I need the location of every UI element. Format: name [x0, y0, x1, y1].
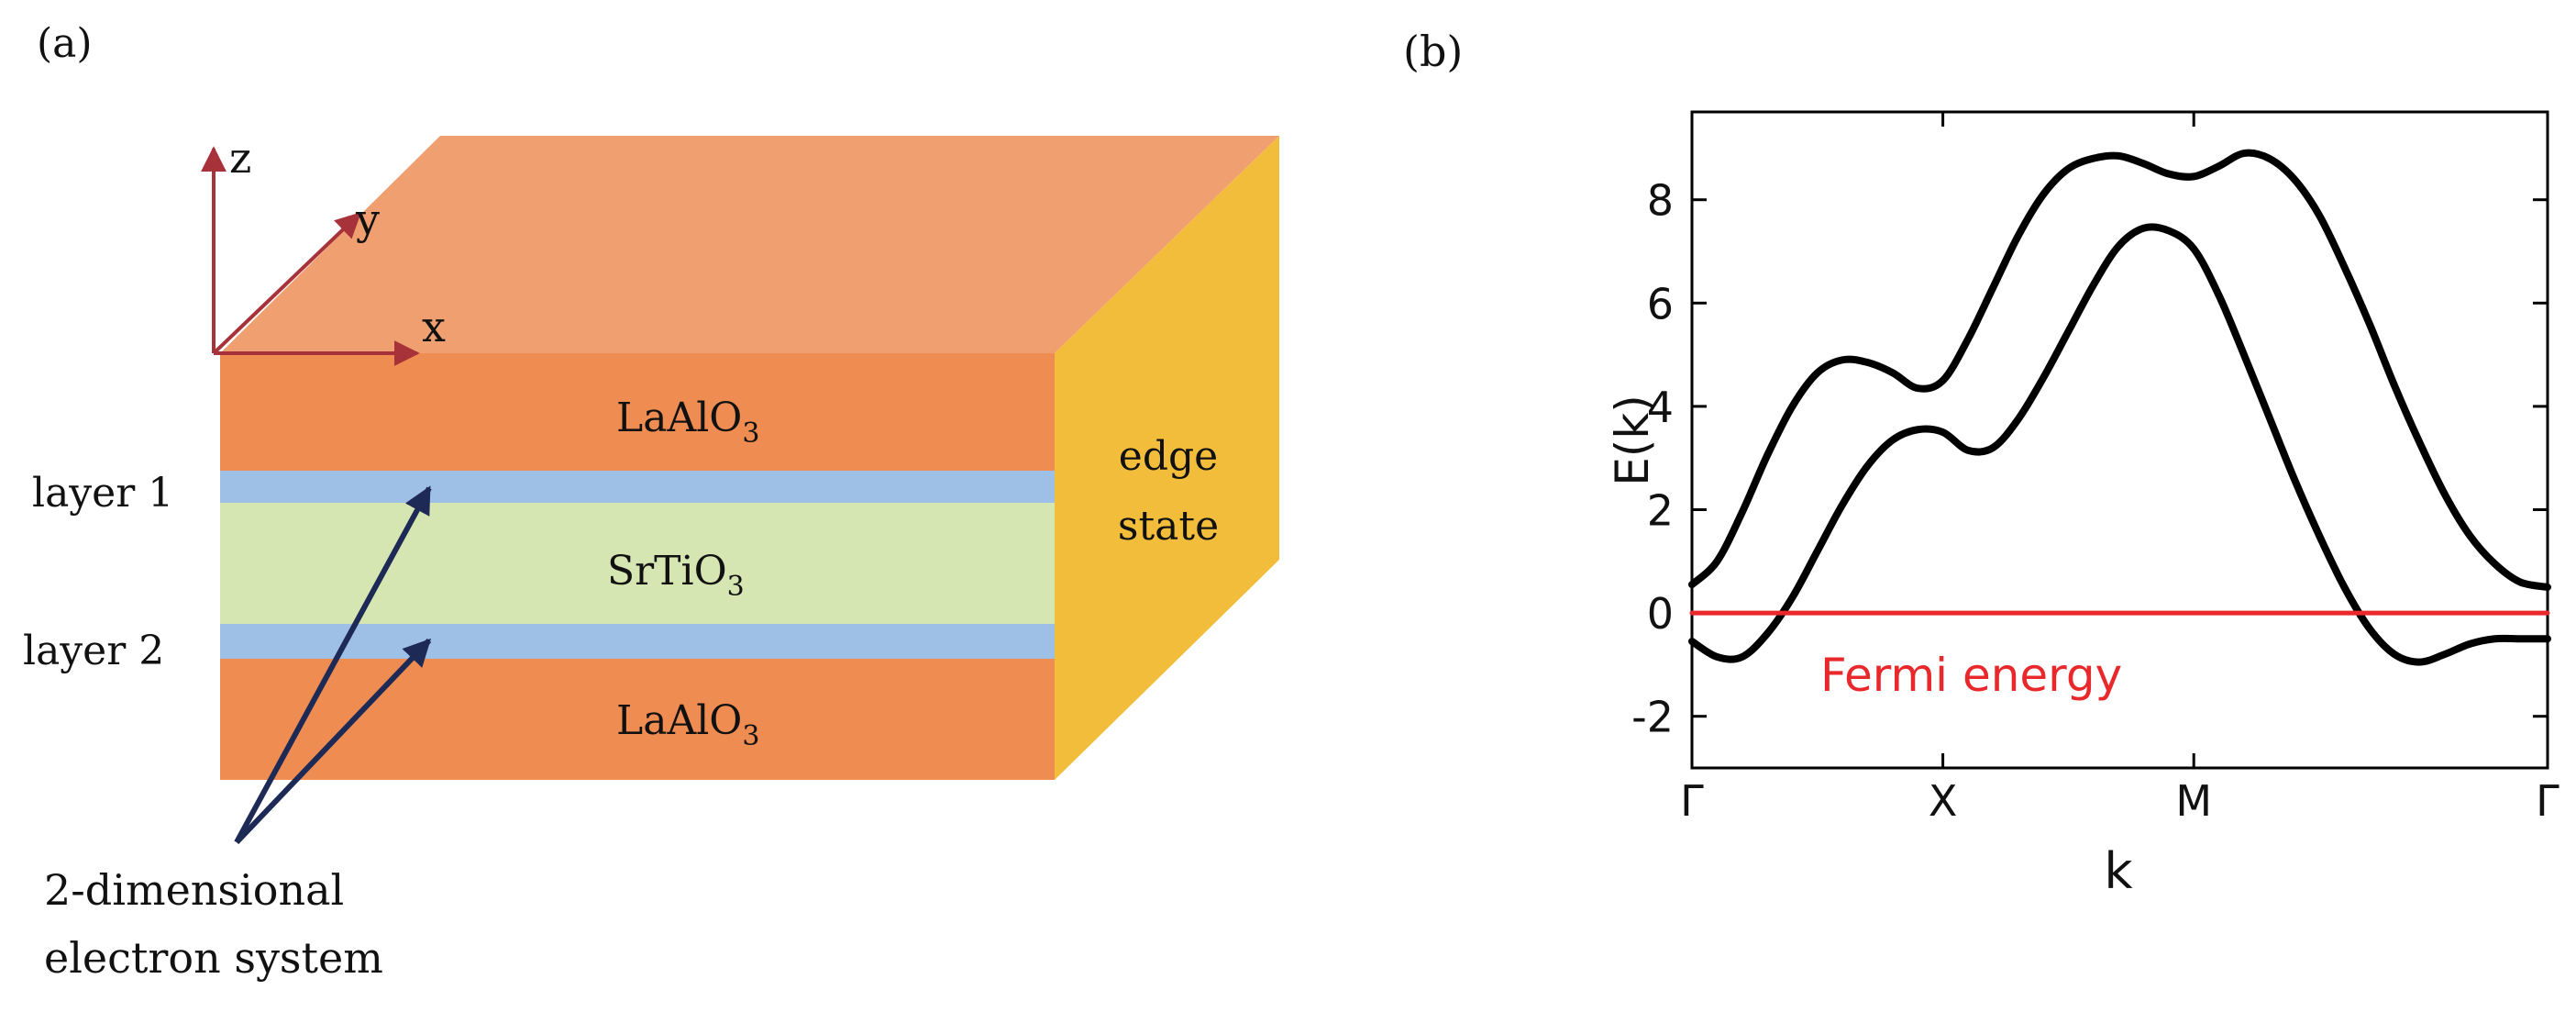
y-tick-label: 2	[1647, 486, 1674, 536]
plot-frame	[1690, 110, 2549, 770]
panel-b-label: (b)	[1403, 27, 1463, 76]
panel-a: (a) LaAlO3 SrTiO3 LaAlO3 layer 1 layer 2…	[23, 20, 1279, 983]
pointer-arrow-layer-1	[234, 485, 432, 844]
axis-y-arrow	[212, 212, 362, 355]
y-tick-label: 6	[1647, 279, 1674, 328]
x-tick-label: Γ	[1680, 776, 1704, 826]
layer-bottom-laalo3	[220, 659, 1055, 780]
layer-2-interface	[220, 624, 1055, 659]
y-tick-label: 0	[1647, 589, 1674, 639]
band-line-1	[1688, 149, 2551, 591]
fermi-energy-label: Fermi energy	[1820, 649, 2122, 702]
slab-top-face	[220, 136, 1279, 353]
axis-z-label: z	[229, 133, 251, 183]
layer-2-label: layer 2	[23, 628, 164, 674]
label-srtio3: SrTiO3	[607, 548, 745, 603]
band-line-2	[1688, 223, 2551, 666]
axis-x-label: x	[422, 302, 446, 351]
y-tick-label: 8	[1647, 176, 1674, 226]
layer-1-interface	[220, 471, 1055, 503]
x-axis-label: k	[2104, 842, 2133, 900]
x-tick-label: M	[2175, 776, 2212, 826]
x-tick-label: X	[1929, 776, 1958, 826]
layer-middle-srtio3	[220, 503, 1055, 624]
layer-1-label: layer 1	[32, 470, 173, 517]
axis-y-label: y	[355, 195, 380, 244]
edge-label-line1: edge	[1119, 433, 1218, 480]
slab-side-face	[1055, 136, 1279, 780]
label-bottom-laalo3: LaAlO3	[616, 697, 759, 752]
panel-a-label: (a)	[37, 20, 93, 67]
caption-line2: electron system	[44, 933, 383, 983]
band-lines	[1688, 149, 2551, 666]
y-tick-label: -2	[1631, 693, 1674, 742]
y-tick-label: 4	[1647, 383, 1674, 432]
panel-b: (b) -2 0 2 4 6 8 Γ X M Γ E(k) k Fermi energy	[1403, 27, 2559, 900]
caption-line1: 2-dimensional	[44, 865, 344, 915]
edge-label-line2: state	[1118, 503, 1219, 550]
pointer-arrow-layer-2	[234, 638, 432, 845]
y-axis-label: E(k)	[1606, 395, 1659, 486]
label-top-laalo3: LaAlO3	[616, 395, 759, 450]
y-ticks: -2 0 2 4 6 8	[1631, 176, 2548, 742]
layer-top-laalo3	[220, 353, 1055, 471]
x-tick-label: Γ	[2536, 776, 2559, 826]
